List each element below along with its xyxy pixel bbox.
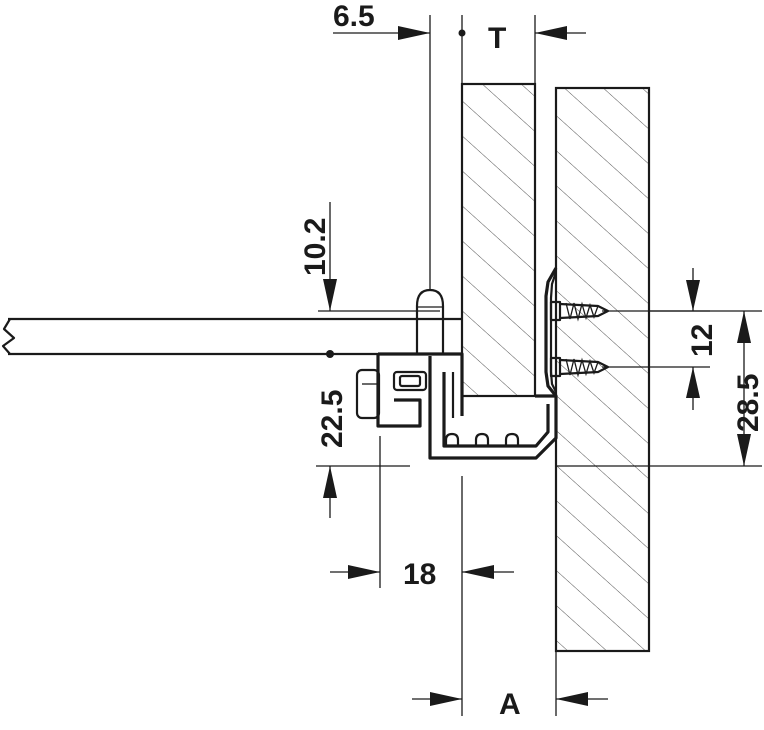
dimension-runner-width: 18 <box>330 436 514 716</box>
dimension-mount-height: 28.5 <box>556 310 764 467</box>
dimension-label-thickness: T <box>488 22 506 55</box>
locating-pin <box>415 288 445 354</box>
dimension-label-pin-height: 10.2 <box>299 218 332 276</box>
runner-profile <box>355 352 558 460</box>
dimension-label-runner-height: 22.5 <box>316 390 349 448</box>
dimension-label-runner-width: 18 <box>403 558 436 591</box>
dimension-label-screw-spacing: 12 <box>686 324 719 357</box>
dimension-label-mount-height: 28.5 <box>732 374 764 432</box>
dimension-runner-height: 22.5 <box>316 350 410 518</box>
dimension-thickness: T <box>458 15 586 84</box>
drawer-side-panel <box>460 82 537 398</box>
dimension-screw-spacing: 12 <box>602 268 719 410</box>
dimension-top-offset: 6.5 <box>333 0 431 290</box>
mounting-flange <box>544 267 558 397</box>
dimension-pin-height: 10.2 <box>299 202 440 312</box>
drawer-bottom-board <box>1 317 462 356</box>
dimension-spacing: A <box>412 651 608 721</box>
dimension-label-spacing: A <box>499 688 521 721</box>
dimension-label-top-offset: 6.5 <box>333 0 375 33</box>
